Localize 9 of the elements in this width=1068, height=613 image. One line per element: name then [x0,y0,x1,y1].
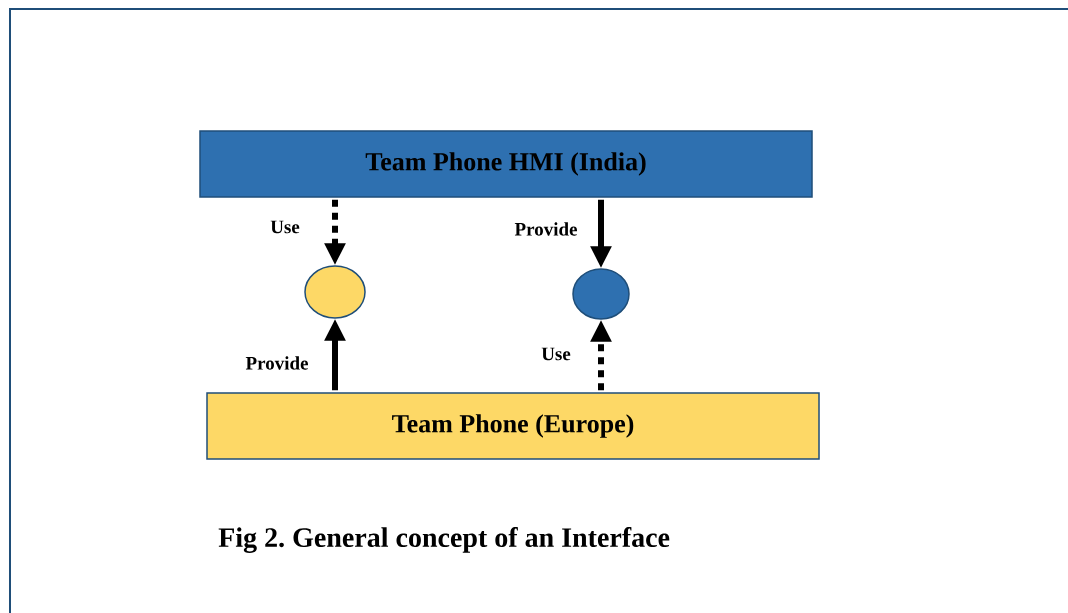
component-box: Team Phone HMI (India) [199,130,813,198]
figure-caption: Fig 2. General concept of an Interface [218,527,670,553]
edge-label: Provide [245,356,308,370]
component-box: Team Phone (Europe) [206,392,820,460]
edge-label: Use [541,347,571,361]
interface-circle [304,265,366,319]
interface-circle [572,268,630,320]
edge-label: Provide [514,222,577,236]
edge-label: Use [270,220,300,234]
